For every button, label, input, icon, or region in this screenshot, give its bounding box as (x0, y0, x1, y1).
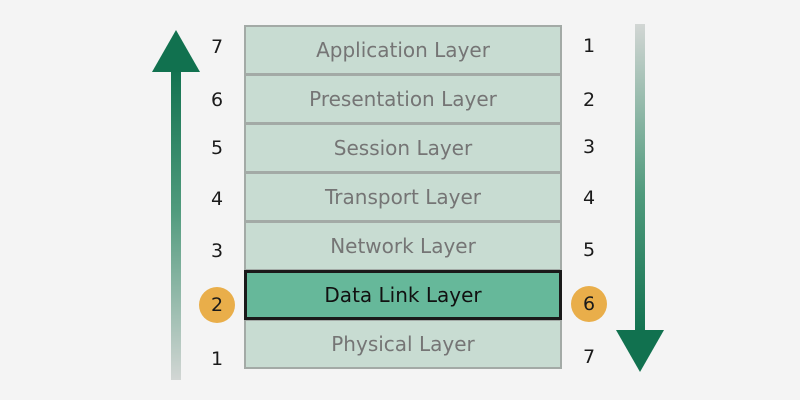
left-number: 3 (210, 240, 224, 262)
layer-label: Physical Layer (331, 332, 475, 356)
layer-data-link: Data Link Layer (244, 270, 562, 320)
left-number: 5 (210, 137, 224, 159)
layer-label: Presentation Layer (309, 87, 497, 111)
layer-transport: Transport Layer (244, 172, 562, 222)
right-number: 2 (582, 89, 596, 111)
arrow-down-icon (616, 24, 664, 372)
left-number: 4 (210, 188, 224, 210)
osi-layer-stack: Application Layer Presentation Layer Ses… (244, 25, 562, 369)
left-number: 1 (210, 348, 224, 370)
left-number: 6 (210, 89, 224, 111)
layer-label: Data Link Layer (324, 283, 482, 307)
arrow-up-icon (152, 30, 200, 380)
layer-physical: Physical Layer (244, 319, 562, 369)
left-number: 7 (210, 36, 224, 58)
right-number: 1 (582, 35, 596, 57)
right-number: 7 (582, 346, 596, 368)
right-number: 5 (582, 239, 596, 261)
layer-label: Transport Layer (325, 185, 481, 209)
layer-label: Session Layer (333, 136, 473, 160)
layer-label: Network Layer (330, 234, 476, 258)
layer-label: Application Layer (316, 38, 490, 62)
right-number: 3 (582, 136, 596, 158)
layer-presentation: Presentation Layer (244, 74, 562, 124)
layer-network: Network Layer (244, 221, 562, 271)
layer-session: Session Layer (244, 123, 562, 173)
right-number: 4 (582, 187, 596, 209)
layer-application: Application Layer (244, 25, 562, 75)
left-number-badge: 2 (199, 287, 235, 323)
right-number-badge: 6 (571, 286, 607, 322)
